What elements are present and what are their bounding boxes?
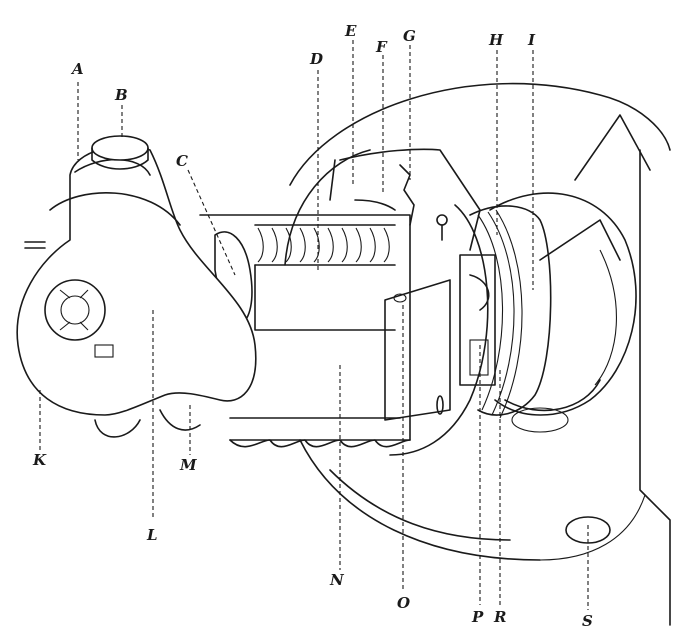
locking-ring	[329, 148, 523, 456]
label-o: O	[397, 594, 410, 612]
bore-ring	[469, 192, 637, 433]
label-f: F	[375, 38, 388, 56]
bolt-hole	[565, 516, 611, 544]
leader-lines	[39, 40, 589, 610]
label-k: K	[32, 451, 47, 469]
label-group: A B C D E F G H I K L M N O P R S	[32, 22, 593, 629]
label-c: C	[176, 152, 188, 170]
outer-disc	[284, 82, 671, 626]
label-g: G	[403, 27, 416, 45]
label-a: A	[70, 60, 84, 78]
label-h: H	[488, 31, 504, 49]
label-s: S	[582, 612, 593, 629]
label-b: B	[114, 86, 128, 104]
leader-c	[187, 169, 236, 276]
label-i: I	[527, 31, 536, 49]
label-m: M	[179, 456, 197, 474]
label-p: P	[471, 608, 484, 626]
label-r: R	[493, 608, 506, 626]
label-d: D	[309, 50, 323, 68]
label-n: N	[329, 571, 345, 589]
breech-block	[199, 214, 496, 448]
label-l: L	[146, 526, 158, 544]
label-e: E	[344, 22, 357, 40]
carrier-arm	[16, 135, 257, 438]
